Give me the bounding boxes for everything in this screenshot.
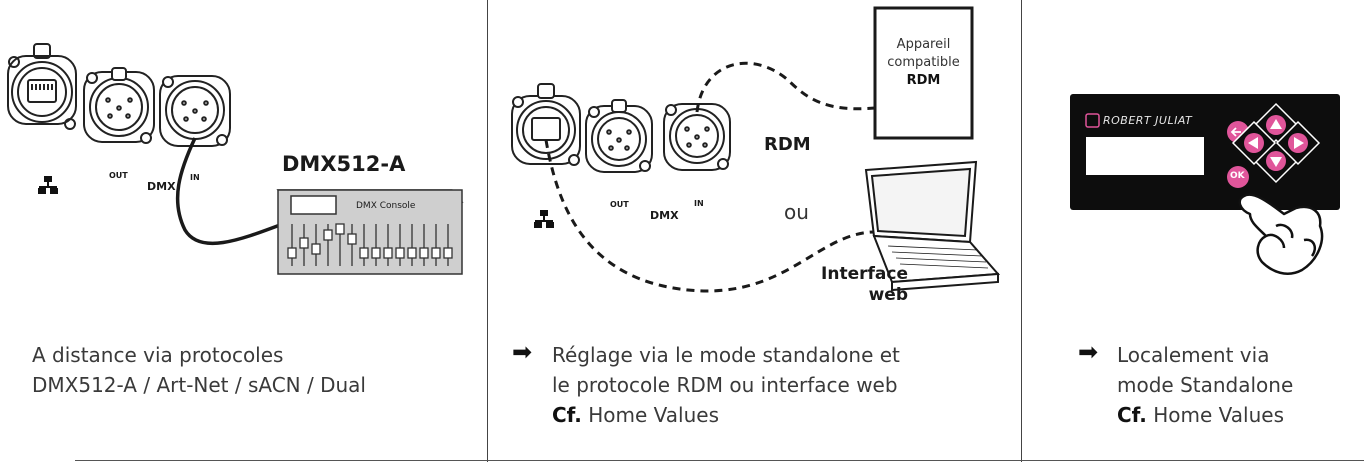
- ok-button[interactable]: [1227, 166, 1249, 188]
- xlr-in-connector: [663, 103, 731, 171]
- laptop: [864, 160, 1001, 292]
- caption-line: Cf. Home Values: [552, 400, 900, 430]
- dmx-cable: [175, 137, 281, 246]
- fader-knob: [431, 247, 441, 259]
- cf-label: Cf.: [1117, 403, 1147, 427]
- network-icon: [38, 176, 58, 194]
- divider-left: [487, 0, 488, 462]
- device-line: compatible: [887, 55, 960, 70]
- dmx-label: DMX: [650, 209, 679, 222]
- left-arrow-icon: [1248, 137, 1258, 149]
- panel-rdm-web: Appareil compatible RDM RDM ou OUT IN DM…: [488, 0, 1021, 462]
- brand-name: ROBERT JULIAT: [1103, 114, 1193, 127]
- arrow-right-icon: ➡: [512, 338, 533, 366]
- caption-line: A distance via protocoles: [32, 343, 284, 367]
- ou-label: ou: [784, 200, 809, 224]
- fader-knob: [323, 229, 333, 241]
- fader-knob: [299, 237, 309, 249]
- lcd-display: [1086, 137, 1204, 175]
- fader-knob: [359, 247, 369, 259]
- fader-knob: [311, 243, 321, 255]
- xlr-out-connector: [83, 67, 155, 144]
- caption-line: Réglage via le mode standalone et: [552, 343, 900, 367]
- fader-knob: [383, 247, 393, 259]
- panel2-diagram: [511, 6, 1001, 293]
- ethernet-connector: [7, 43, 77, 130]
- back-icon: [1230, 127, 1241, 137]
- dmx-console: [276, 189, 464, 275]
- direction-pad[interactable]: [1231, 102, 1321, 184]
- caption-line: le protocole RDM ou interface web: [552, 373, 898, 397]
- device-line: Appareil: [896, 37, 951, 52]
- fader-knob: [287, 247, 297, 259]
- panel1-diagram: [7, 43, 464, 275]
- network-icon: [534, 210, 554, 228]
- xlr-in-connector: [159, 75, 231, 147]
- fader-knob: [407, 247, 417, 259]
- web-interface-label: Interface web: [788, 264, 908, 306]
- in-label: IN: [190, 173, 200, 182]
- dmx-label: DMX: [147, 180, 176, 193]
- fader-knob: [395, 247, 405, 259]
- panel2-caption: Réglage via le mode standalone et le pro…: [552, 340, 900, 430]
- xlr-out-connector: [585, 99, 653, 173]
- panel3-caption: Localement via mode Standalone Cf. Home …: [1117, 340, 1293, 430]
- console-label: DMX Console: [356, 201, 416, 211]
- fader-knob: [443, 247, 453, 259]
- rdm-dashed-cable: [695, 61, 876, 113]
- panel1-caption: A distance via protocoles DMX512-A / Art…: [32, 340, 366, 400]
- fader-knob: [419, 247, 429, 259]
- fader-knob: [347, 233, 357, 245]
- out-label: OUT: [610, 200, 629, 209]
- caption-line: Localement via: [1117, 343, 1270, 367]
- in-label: IN: [694, 199, 704, 208]
- caption-line: Cf. Home Values: [1117, 400, 1293, 430]
- dmx512-title: DMX512-A: [282, 152, 406, 176]
- caption-line: mode Standalone: [1117, 373, 1294, 397]
- bottom-rule: [75, 460, 1364, 461]
- web-line: web: [868, 285, 908, 305]
- rdm-device-box: [873, 6, 974, 140]
- web-dashed-cable: [544, 139, 879, 293]
- rdm-label: RDM: [764, 134, 811, 155]
- right-arrow-icon: [1294, 137, 1304, 149]
- out-label: OUT: [109, 171, 128, 180]
- rdm-device-text: Appareil compatible RDM: [875, 36, 972, 90]
- up-arrow-icon: [1270, 119, 1282, 129]
- ethernet-connector: [511, 83, 581, 166]
- panel-standalone: ROBERT JULIAT OK ➡ Localement via mode S…: [1022, 0, 1364, 462]
- fader-knob: [371, 247, 381, 259]
- home-values-text: Home Values: [1146, 403, 1285, 427]
- home-values-text: Home Values: [581, 403, 720, 427]
- device-line-rdm: RDM: [906, 73, 941, 88]
- divider-right: [1021, 0, 1022, 462]
- web-line: Interface: [821, 264, 908, 284]
- ok-label: OK: [1230, 171, 1245, 181]
- arrow-right-icon: ➡: [1078, 338, 1099, 366]
- pointing-hand-icon: [1238, 193, 1324, 275]
- down-arrow-icon: [1270, 157, 1282, 167]
- cf-label: Cf.: [552, 403, 582, 427]
- panel-dmx-remote: OUT IN DMX DMX512-A DMX Console A distan…: [0, 0, 487, 462]
- panel3-diagram: [1070, 94, 1340, 275]
- brand-logo-icon: [1085, 113, 1100, 128]
- caption-line: DMX512-A / Art-Net / sACN / Dual: [32, 373, 366, 397]
- fader-knob: [335, 223, 345, 235]
